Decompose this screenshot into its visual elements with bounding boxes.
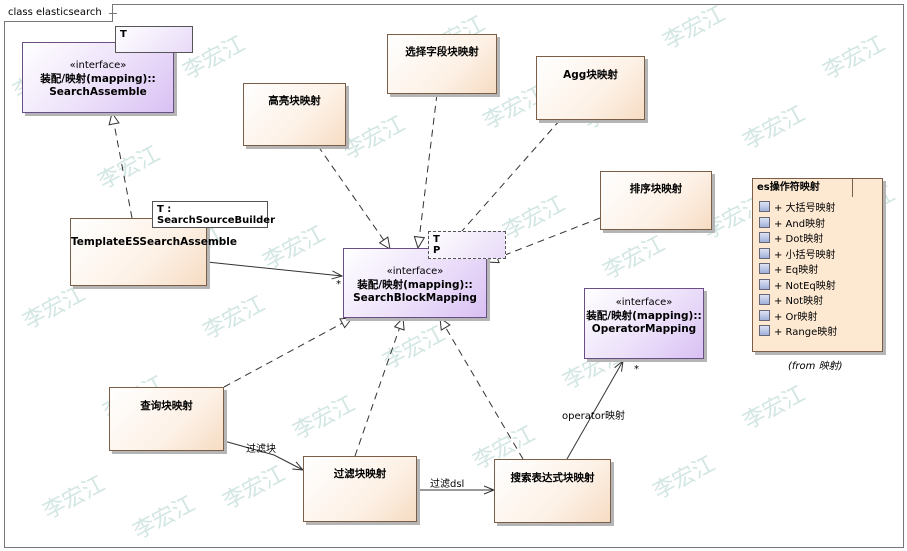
filter-mapping-class[interactable]: 过滤块映射 — [303, 456, 417, 522]
enum-literal: + Or映射 — [759, 309, 882, 326]
attribute-icon — [759, 263, 770, 274]
stereotype-label: «interface» — [386, 266, 444, 277]
class-name: 排序块映射 — [629, 183, 683, 195]
enum-package-note: (from 映射) — [788, 361, 843, 372]
attribute-icon — [759, 201, 770, 212]
template-param-t: T — [433, 234, 440, 245]
enum-literal-label: + And映射 — [774, 218, 826, 230]
attribute-icon — [759, 216, 770, 228]
class-name-line2: OperatorMapping — [591, 323, 697, 335]
attribute-icon — [759, 278, 770, 290]
enum-literal: + And映射 — [759, 216, 882, 233]
multiplicity-star: * — [634, 364, 639, 375]
class-name-line2: SearchBlockMapping — [353, 292, 477, 304]
class-name: 高亮块映射 — [268, 95, 321, 107]
enum-literal: + 大括号映射 — [759, 201, 882, 217]
class-name: 选择字段块映射 — [405, 46, 479, 58]
edge-selectfields-to-blockmapping — [413, 93, 438, 250]
enum-literal-list: + 大括号映射 + And映射 + Dot映射 + 小括号映射 + Eq映射 + NotE… — [753, 201, 882, 341]
edge-label-operator-mapping: operator映射 — [562, 411, 626, 422]
enum-literal: + Dot映射 — [759, 232, 882, 248]
highlight-mapping-class[interactable]: 高亮块映射 — [243, 83, 346, 146]
edge-template-to-searchassemble — [108, 111, 133, 219]
template-param-box: T — [115, 26, 193, 53]
search-expression-mapping-class[interactable]: 搜索表达式块映射 — [494, 459, 611, 523]
enum-literal: + Eq映射 — [759, 263, 882, 279]
enum-literal-label: + Or映射 — [774, 311, 818, 323]
class-name-line1: 装配/映射(mapping):: — [40, 73, 156, 85]
sort-mapping-class[interactable]: 排序块映射 — [600, 171, 712, 230]
template-binding-box: T : SearchSourceBuilder — [152, 201, 275, 228]
attribute-icon — [759, 232, 770, 243]
template-params-box: T P — [428, 231, 506, 259]
edge-query-to-blockmapping — [223, 317, 354, 388]
select-fields-mapping-class[interactable]: 选择字段块映射 — [387, 34, 497, 94]
search-assemble-class[interactable]: «interface» 装配/映射(mapping):: SearchAssem… — [22, 42, 174, 113]
operator-mapping-class[interactable]: «interface» 装配/映射(mapping):: OperatorMap… — [584, 288, 704, 359]
query-mapping-class[interactable]: 查询块映射 — [109, 387, 224, 451]
enum-literal: + Not映射 — [759, 294, 882, 310]
enum-literal: + Range映射 — [759, 325, 882, 341]
edge-searchexpr-to-blockmapping — [439, 316, 524, 460]
enum-title: es操作符映射 — [752, 178, 853, 197]
enum-literal-label: + Not映射 — [774, 296, 824, 307]
edge-agg-to-blockmapping — [446, 119, 561, 249]
template-binding: T : SearchSourceBuilder — [157, 204, 276, 226]
enum-literal-label: + Dot映射 — [774, 234, 824, 245]
enum-literal: + NotEq映射 — [759, 278, 882, 295]
enum-literal-label: + Eq映射 — [774, 265, 819, 276]
class-name: TemplateESSearchAssemble — [71, 236, 238, 248]
search-block-mapping-class[interactable]: «interface» 装配/映射(mapping):: SearchBlock… — [343, 248, 487, 318]
attribute-icon — [759, 294, 770, 305]
enum-literal: + 小括号映射 — [759, 247, 882, 264]
class-name-line1: 装配/映射(mapping):: — [357, 279, 473, 291]
edge-searchexpr-to-operator — [566, 359, 624, 460]
enum-literal-label: + 大括号映射 — [774, 203, 836, 214]
edge-label-filter-block: 过滤块 — [246, 444, 276, 455]
edge-label-filter-dsl: 过滤dsl — [430, 479, 465, 490]
attribute-icon — [759, 325, 770, 336]
agg-mapping-class[interactable]: Agg块映射 — [536, 56, 645, 120]
class-name: 搜索表达式块映射 — [510, 472, 595, 484]
edge-query-to-filter — [223, 440, 305, 471]
template-param-p: P — [433, 245, 441, 256]
stereotype-label: «interface» — [69, 60, 127, 71]
class-name: Agg块映射 — [563, 69, 618, 81]
enum-literal-label: + 小括号映射 — [774, 249, 836, 261]
class-name-line2: SearchAssemble — [49, 86, 147, 98]
class-name-line1: 装配/映射(mapping):: — [586, 310, 702, 322]
edge-highlight-to-blockmapping — [317, 145, 391, 250]
class-name: 过滤块映射 — [333, 468, 387, 480]
class-name: 查询块映射 — [140, 400, 193, 412]
attribute-icon — [759, 309, 770, 321]
enum-literal-label: + NotEq映射 — [774, 280, 836, 292]
attribute-icon — [759, 247, 770, 259]
frame-title: class elasticsearch — [4, 4, 113, 22]
multiplicity-star: * — [336, 279, 341, 290]
edge-template-to-blockmapping — [206, 261, 344, 280]
enum-literal-label: + Range映射 — [774, 327, 838, 338]
template-es-search-assemble-class[interactable]: TemplateESSearchAssemble — [70, 218, 238, 286]
template-param: T — [120, 29, 127, 40]
es-operator-enum[interactable]: + 大括号映射 + And映射 + Dot映射 + 小括号映射 + Eq映射 + NotE… — [752, 178, 883, 352]
edge-filter-to-blockmapping — [354, 316, 405, 457]
stereotype-label: «interface» — [615, 297, 673, 308]
